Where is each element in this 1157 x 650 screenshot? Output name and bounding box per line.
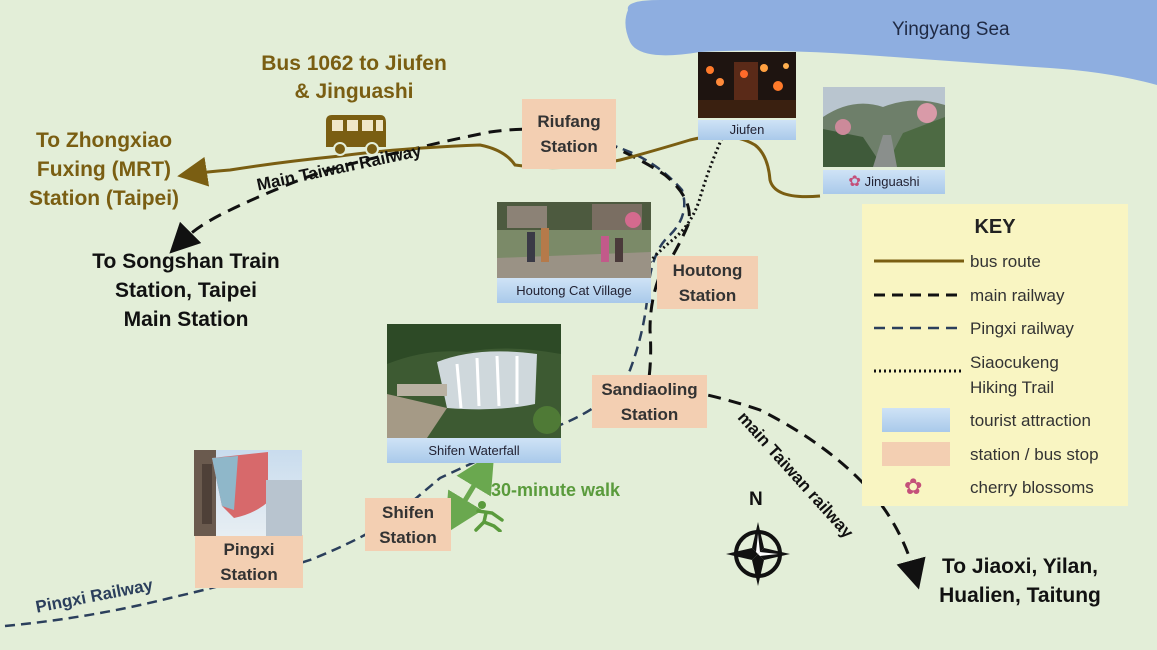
key-label: cherry blossoms [970, 478, 1094, 497]
map-key: KEY bus route main railway Pingxi railwa… [862, 204, 1128, 506]
key-label: Siaocukeng Hiking Trail [970, 353, 1059, 397]
to-songshan-label: To Songshan Train Station, Taipei Main S… [92, 250, 280, 331]
cherry-blossom-icon: ✿ [904, 474, 923, 499]
attraction-name: Houtong Cat Village [497, 278, 651, 303]
main-railway-east [584, 133, 926, 590]
station-shifen[interactable]: Shifen Station [365, 498, 451, 551]
walk-arrow [444, 451, 495, 535]
attraction-name: ✿ Jinguashi [823, 170, 945, 194]
key-item-station: station / bus stop [862, 439, 1128, 469]
houtong-cat-village-photo [497, 202, 651, 278]
key-item-hiking-trail: Siaocukeng Hiking Trail [862, 347, 1128, 397]
shifen-waterfall-photo [387, 324, 561, 438]
bus-icon [326, 115, 386, 156]
sea-label: Yingyang Sea [892, 19, 1010, 40]
attraction-name: Shifen Waterfall [387, 438, 561, 463]
attraction-label: Jinguashi [864, 174, 920, 189]
walking-person-icon [474, 501, 504, 532]
key-label: bus route [970, 252, 1041, 271]
attraction-swatch [882, 408, 950, 432]
key-item-main-railway: main railway [862, 280, 1128, 310]
attraction-jiufen[interactable]: Jiufen [698, 52, 796, 140]
key-item-bus-route: bus route [862, 246, 1128, 276]
station-name: Riufang Station [537, 112, 601, 156]
walk-label: 30-minute walk [491, 480, 621, 500]
station-houtong[interactable]: Houtong Station [657, 256, 758, 309]
attraction-jinguashi[interactable]: ✿ Jinguashi [823, 87, 945, 194]
jinguashi-photo [823, 87, 945, 167]
station-name: Pingxi Station [220, 539, 278, 584]
to-zhongxiao-label: To Zhongxiao Fuxing (MRT) Station (Taipe… [28, 129, 180, 210]
compass-north-label: N [749, 489, 763, 510]
siaocukeng-hiking-trail [648, 137, 724, 263]
to-jiaoxi-label: To Jiaoxi, Yilan, Hualien, Taitung [939, 555, 1101, 607]
yingyang-sea [625, 0, 1157, 85]
key-title: KEY [974, 216, 1016, 238]
key-item-cherry-blossoms: ✿ cherry blossoms [862, 472, 1128, 502]
key-label: tourist attraction [970, 411, 1091, 430]
station-name: Shifen Station [379, 502, 437, 547]
station-name: Sandiaoling Station [601, 379, 698, 424]
jiufen-photo [698, 52, 796, 118]
key-label: station / bus stop [970, 445, 1099, 464]
station-swatch [882, 442, 950, 466]
station-riufang[interactable]: Riufang Station [522, 99, 616, 169]
key-label: main railway [970, 286, 1065, 305]
station-sandiaoling[interactable]: Sandiaoling Station [592, 375, 707, 428]
main-railway-line [874, 293, 964, 297]
hiking-trail-line [874, 369, 964, 373]
pingxi-lantern-photo [194, 450, 302, 536]
main-railway-west [169, 127, 586, 254]
pingxi-railway-line [874, 326, 964, 330]
key-item-attraction: tourist attraction [862, 405, 1128, 435]
key-label: Pingxi railway [970, 319, 1074, 338]
bus-1062-label: Bus 1062 to Jiufen & Jinguashi [261, 52, 447, 103]
attraction-houtong-cat-village[interactable]: Houtong Cat Village [497, 202, 651, 303]
cherry-blossom-icon: ✿ [848, 173, 861, 190]
compass-icon [726, 522, 790, 586]
attraction-shifen-waterfall[interactable]: Shifen Waterfall [387, 324, 561, 463]
station-pingxi[interactable]: Pingxi Station [195, 535, 303, 588]
key-item-pingxi-railway: Pingxi railway [862, 313, 1128, 343]
bus-route-line [874, 259, 964, 263]
station-name: Houtong Station [672, 260, 743, 305]
attraction-name: Jiufen [698, 120, 796, 140]
